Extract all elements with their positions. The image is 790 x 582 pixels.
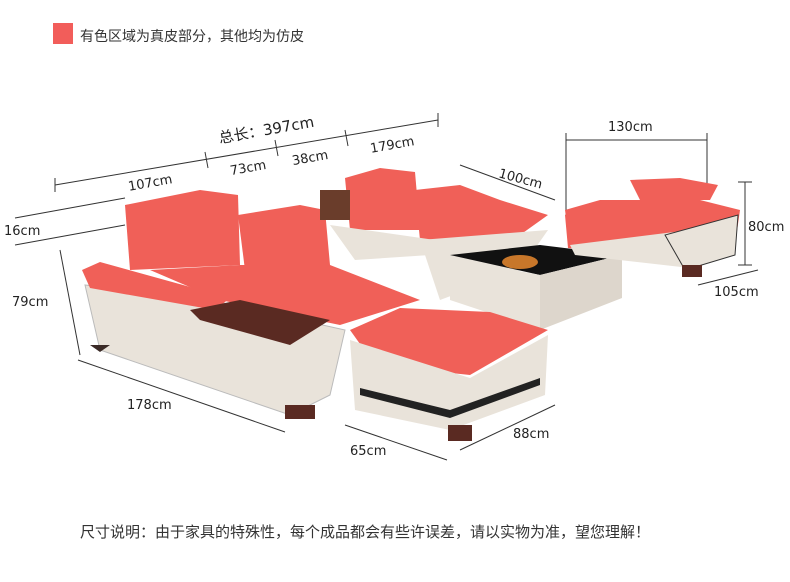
size-disclaimer: 尺寸说明：由于家具的特殊性，每个成品都会有些许误差，请以实物为准，望您理解！: [80, 523, 651, 541]
height-79-label: 79cm: [12, 295, 49, 310]
ottoman-width-label: 65cm: [350, 444, 387, 459]
dimension-lines: [14, 113, 759, 461]
armchair: [565, 178, 740, 277]
main-sofa: [82, 168, 548, 419]
headrest-label: 16cm: [4, 224, 41, 239]
ottoman: [350, 308, 548, 441]
chair-height-label: 80cm: [748, 220, 785, 235]
chair-depth-label: 105cm: [714, 285, 759, 300]
leather-color-swatch: [53, 23, 73, 44]
chair-width-label: 130cm: [608, 120, 653, 135]
ottoman-length-label: 88cm: [513, 427, 550, 442]
legend-text: 有色区域为真皮部分，其他均为仿皮: [80, 29, 304, 45]
chaise-length-label: 178cm: [127, 398, 172, 413]
